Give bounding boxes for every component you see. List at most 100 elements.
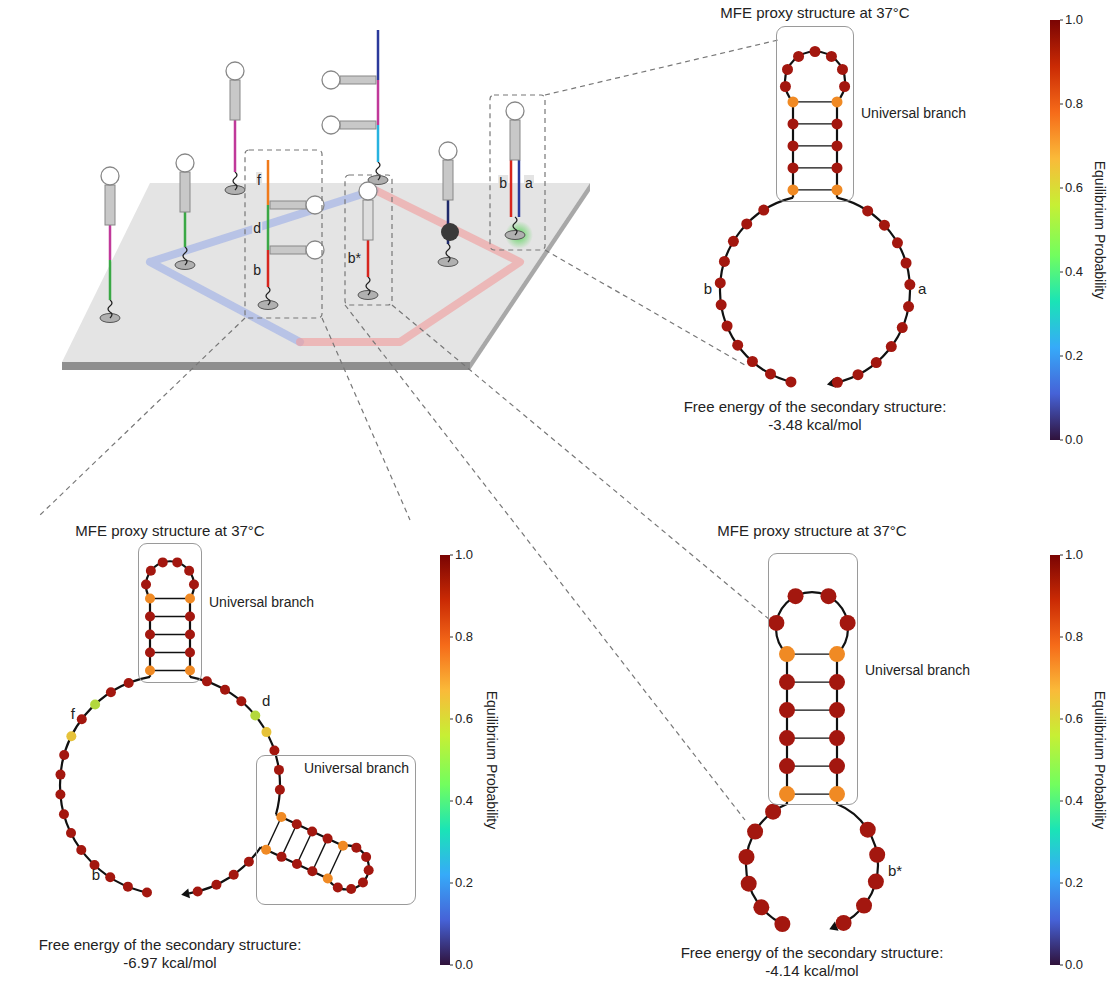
domain-segment bbox=[377, 30, 380, 80]
colorbar bbox=[440, 555, 450, 965]
nucleotide-dot bbox=[840, 615, 856, 631]
hairpin-loop bbox=[322, 116, 340, 134]
nucleotide-dot bbox=[862, 205, 873, 216]
nucleotide-dot bbox=[832, 377, 843, 388]
backbone bbox=[720, 198, 795, 383]
linker bbox=[183, 247, 187, 265]
nucleotide-dot bbox=[741, 876, 757, 892]
hairpin-loop bbox=[176, 154, 194, 172]
nucleotide-dot bbox=[779, 730, 795, 746]
panel-title: MFE proxy structure at 37°C bbox=[720, 4, 909, 22]
hairpin-stem bbox=[340, 121, 376, 129]
base-pair bbox=[266, 817, 281, 850]
quencher-ball bbox=[441, 223, 459, 241]
hairpin-loop bbox=[359, 182, 377, 200]
colorbar-tick-label: 0.8 bbox=[1065, 96, 1083, 112]
nucleotide-dot bbox=[793, 51, 804, 62]
hairpin-backbone bbox=[328, 845, 369, 889]
nucleotide-dot bbox=[836, 915, 852, 931]
nucleotide-dot bbox=[185, 630, 195, 640]
nucleotide-dot bbox=[765, 368, 776, 379]
hairpin-loop bbox=[506, 102, 524, 120]
nucleotide-dot bbox=[77, 714, 87, 724]
nucleotide-dot bbox=[358, 877, 368, 887]
nucleotide-dot bbox=[832, 118, 843, 129]
nucleotide-dot bbox=[59, 809, 69, 819]
free-energy-note: Free energy of the secondary structure: … bbox=[25, 936, 315, 972]
nucleotide-dot bbox=[860, 822, 876, 838]
nucleotide-dot bbox=[829, 786, 845, 802]
universal-branch-box: Universal branch bbox=[138, 543, 202, 683]
colorbar-tick bbox=[450, 883, 453, 884]
nucleotide-dot bbox=[142, 888, 152, 898]
base-pair bbox=[793, 101, 837, 102]
hairpin-loop bbox=[306, 196, 324, 214]
hairpin-stem bbox=[105, 185, 115, 225]
colorbar-tick bbox=[1060, 555, 1063, 556]
nucleotide-dot bbox=[59, 750, 69, 760]
nucleotide-dot bbox=[274, 765, 284, 775]
hairpin-backbone bbox=[146, 561, 194, 598]
nucleotide-dot bbox=[323, 834, 333, 844]
domain-label: b bbox=[252, 262, 262, 279]
branch-label: Universal branch bbox=[865, 662, 970, 679]
nucleotide-dot bbox=[145, 612, 155, 622]
secondary-structure bbox=[715, 46, 916, 388]
nucleotide-dot bbox=[829, 702, 845, 718]
nucleotide-dot bbox=[185, 594, 195, 604]
nucleotide-dot bbox=[829, 646, 845, 662]
dna-strand bbox=[358, 182, 378, 300]
nucleotide-dot bbox=[261, 845, 271, 855]
leader-line bbox=[545, 40, 778, 95]
strands bbox=[100, 30, 533, 323]
nucleotide-dot bbox=[747, 824, 763, 840]
base-pair bbox=[282, 824, 297, 857]
nucleotide-dot bbox=[145, 594, 155, 604]
dashed-frame bbox=[490, 95, 545, 250]
domain-label: b bbox=[704, 280, 712, 298]
free-energy-note: Free energy of the secondary structure: … bbox=[667, 944, 957, 980]
domain-label: f bbox=[256, 172, 262, 189]
nucleotide-dot bbox=[829, 730, 845, 746]
base-pair bbox=[150, 670, 190, 671]
secondary-structure bbox=[55, 557, 373, 898]
nucleotide-dot bbox=[292, 819, 302, 829]
base-pair bbox=[793, 167, 837, 168]
base-pair bbox=[793, 123, 837, 124]
colorbar-tick bbox=[1060, 637, 1063, 638]
nucleotide-dot bbox=[364, 865, 374, 875]
dna-strand bbox=[100, 167, 120, 323]
nucleotide-dot bbox=[158, 557, 168, 567]
end-arrow bbox=[181, 888, 190, 898]
colorbar-tick-label: 0.0 bbox=[1065, 957, 1083, 973]
nucleotide-dot bbox=[837, 64, 848, 75]
nucleotide-dot bbox=[774, 916, 790, 932]
free-energy-note: Free energy of the secondary structure: … bbox=[670, 398, 960, 434]
colorbar-tick bbox=[450, 965, 453, 966]
colorbar bbox=[1050, 555, 1060, 965]
nucleotide-dot bbox=[185, 648, 195, 658]
nucleotide-dot bbox=[904, 279, 915, 290]
colorbar-tick-label: 0.4 bbox=[455, 793, 473, 809]
nucleotide-dot bbox=[275, 785, 285, 795]
nucleotide-dot bbox=[820, 588, 836, 604]
nucleotide-dot bbox=[788, 118, 799, 129]
base-pair bbox=[150, 652, 190, 653]
colorbar-tick-label: 0.2 bbox=[455, 875, 473, 891]
nucleotide-dot bbox=[55, 790, 65, 800]
nucleotide-dot bbox=[832, 96, 843, 107]
nucleotide-dot bbox=[123, 882, 133, 892]
nucleotide-dot bbox=[879, 220, 890, 231]
colorbar-tick bbox=[1060, 20, 1063, 21]
nucleotide-dot bbox=[779, 674, 795, 690]
backbone bbox=[190, 677, 280, 815]
colorbar-tick-label: 0.8 bbox=[455, 629, 473, 645]
domain-segment bbox=[267, 205, 270, 250]
nucleotide-dot bbox=[903, 301, 914, 312]
nucleotide-dot bbox=[323, 873, 333, 883]
nucleotide-dot bbox=[738, 849, 754, 865]
dna-strand bbox=[175, 154, 195, 270]
colorbar-tick bbox=[1060, 719, 1063, 720]
colorbar-title: Equilibrium Probability bbox=[1092, 161, 1109, 300]
colorbar-tick bbox=[450, 801, 453, 802]
